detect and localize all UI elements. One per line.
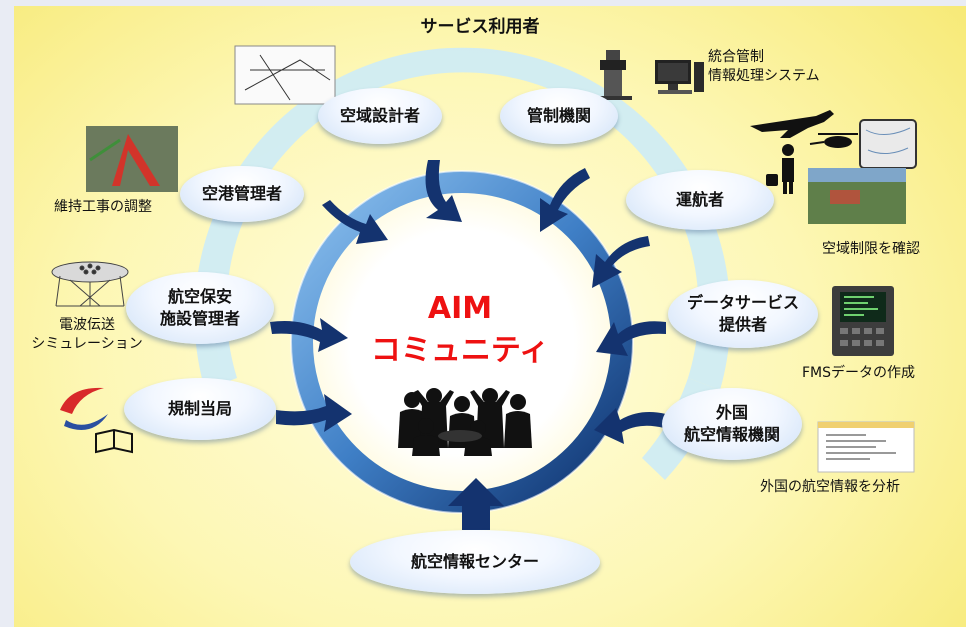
arrow-airspace <box>425 160 462 222</box>
caption-airspace-restriction: 空域制限を確認 <box>822 241 920 257</box>
arrow-regulator <box>276 394 352 432</box>
arrow-foreign <box>594 408 666 444</box>
service-users-heading: サービス利用者 <box>420 17 540 37</box>
helicopter-icon <box>809 133 858 148</box>
regulator-logo-icon <box>60 387 133 454</box>
airspace-map-icon <box>234 45 336 105</box>
terrain-image-icon <box>808 168 906 224</box>
tablet-map-icon <box>859 119 917 169</box>
caption-integrated-control: 統合管制 情報処理システム <box>708 49 820 84</box>
node-foreign-agency[interactable]: 外国 航空情報機関 <box>662 388 802 460</box>
maintenance-photo-icon <box>86 126 178 192</box>
arrow-security <box>270 318 348 352</box>
caption-radio-simulation: 電波伝送 シミュレーション <box>31 317 143 352</box>
computer-icon <box>655 60 704 94</box>
node-security-facility-manager[interactable]: 航空保安 施設管理者 <box>126 272 274 344</box>
control-tower-icon <box>596 50 632 100</box>
node-data-service-provider[interactable]: データサービス 提供者 <box>668 280 818 348</box>
aim-title-line2: コミュニティ <box>370 333 550 368</box>
community-people-icon <box>398 388 532 456</box>
node-airport-manager[interactable]: 空港管理者 <box>180 166 304 222</box>
inbound-arrows <box>270 160 666 444</box>
antenna-array-icon <box>51 261 129 307</box>
node-operator[interactable]: 運航者 <box>626 170 774 230</box>
arrow-data <box>596 321 666 356</box>
aim-title-line1: AIM <box>427 291 493 326</box>
airplane-icon <box>750 110 834 138</box>
arrow-airport <box>322 200 388 244</box>
caption-foreign-analysis: 外国の航空情報を分析 <box>760 479 900 495</box>
caption-maintenance: 維持工事の調整 <box>54 199 152 215</box>
node-control-agency[interactable]: 管制機関 <box>500 88 618 144</box>
node-airspace-designer[interactable]: 空域設計者 <box>318 88 442 144</box>
caption-fms-data: FMSデータの作成 <box>802 365 916 381</box>
arrow-operator <box>592 236 650 288</box>
node-ais-center[interactable]: 航空情報センター <box>350 530 600 594</box>
fms-device-icon <box>832 286 894 356</box>
up-arrow <box>448 478 504 530</box>
document-window-icon <box>817 421 915 473</box>
arrow-control <box>540 168 590 232</box>
pilot-icon <box>766 144 794 194</box>
aim-community-title: AIM コミュニティ <box>360 288 560 372</box>
node-regulator[interactable]: 規制当局 <box>124 378 276 440</box>
